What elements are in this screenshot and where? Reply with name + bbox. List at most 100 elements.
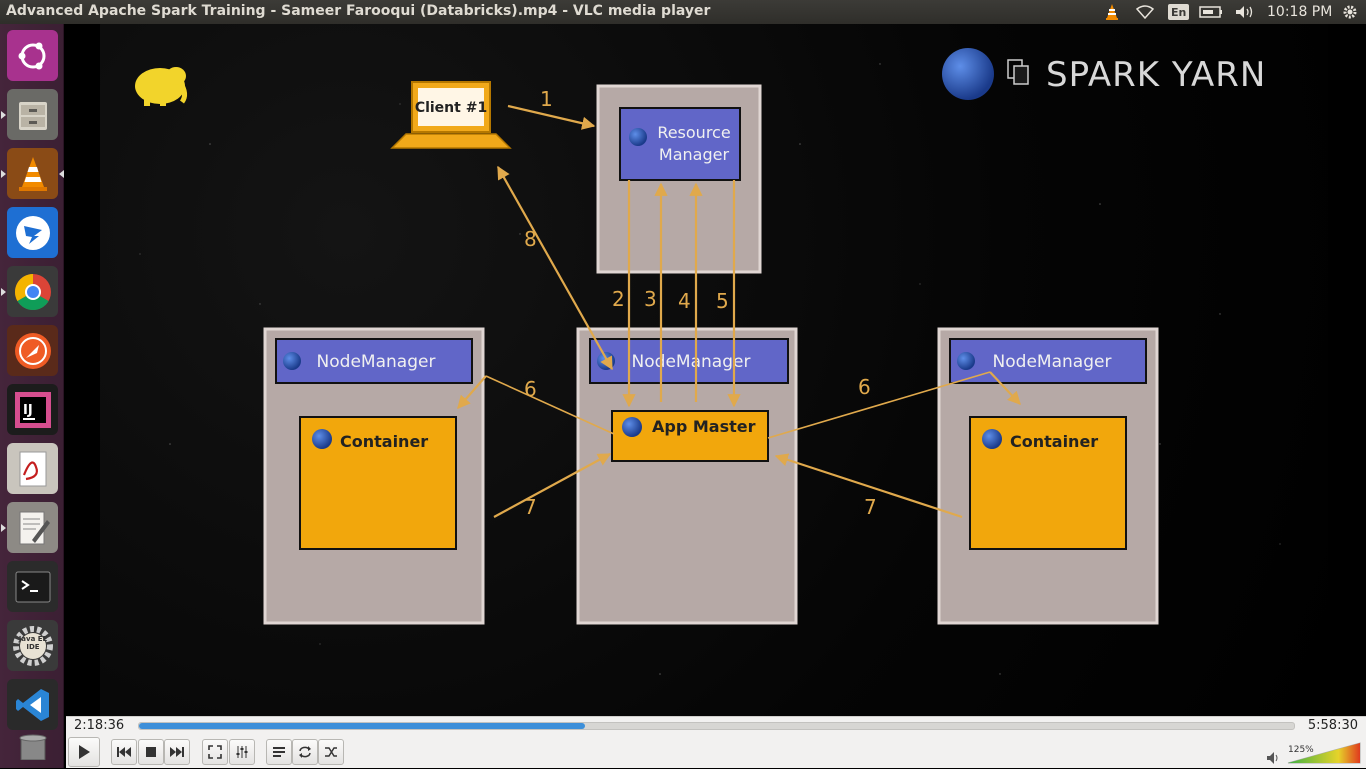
- fullscreen-icon: [208, 745, 222, 759]
- window-title: Advanced Apache Spark Training - Sameer …: [6, 3, 711, 19]
- dingtalk-launcher-button[interactable]: [7, 207, 58, 258]
- arrow-6-left-head: [457, 375, 487, 409]
- mute-button[interactable]: [1266, 750, 1280, 769]
- diagram-arrows: [457, 104, 1021, 519]
- eclipse-launcher-button[interactable]: Java EE IDE: [7, 620, 58, 671]
- step-1-label: 1: [540, 87, 553, 111]
- text-editor-launcher-button[interactable]: [7, 502, 58, 553]
- arrow-6-right-line: [767, 371, 991, 439]
- video-frame: SPARK YARN Client #1 Resource Manager: [100, 24, 1328, 716]
- battery-icon[interactable]: [1198, 2, 1224, 22]
- chrome-icon: [14, 273, 51, 310]
- step-4-label: 4: [678, 289, 691, 313]
- stop-icon: [146, 747, 156, 757]
- nodemanager-right-label: NodeManager: [993, 352, 1112, 372]
- app-master-label: App Master: [652, 417, 756, 436]
- client-laptop: Client #1: [390, 81, 512, 149]
- playlist-icon: [273, 747, 285, 757]
- dingtalk-icon: [15, 215, 50, 250]
- volume-level: [1288, 743, 1360, 763]
- container-left: Container: [299, 416, 457, 550]
- chrome-launcher-button[interactable]: [7, 266, 58, 317]
- container-left-label: Container: [340, 432, 428, 451]
- vlc-tray-icon[interactable]: [1102, 2, 1122, 22]
- intellij-icon: IJ: [14, 391, 51, 428]
- top-panel: Advanced Apache Spark Training - Sameer …: [0, 0, 1366, 24]
- step-labels: 1 2 3 4 5 6 6 7 7 8: [524, 87, 877, 519]
- step-6-right-label: 6: [858, 375, 871, 399]
- nodemanager-center-label: NodeManager: [632, 352, 751, 372]
- step-3-label: 3: [644, 287, 657, 311]
- yarn-diagram: SPARK YARN Client #1 Resource Manager: [135, 48, 1281, 675]
- step-6-left-label: 6: [524, 377, 537, 401]
- trash-launcher-button[interactable]: [7, 732, 58, 762]
- seek-bar-progress: [139, 723, 585, 729]
- volume-label: 125%: [1288, 745, 1314, 755]
- stop-button[interactable]: [138, 739, 164, 765]
- resource-manager-box: Resource Manager: [619, 107, 741, 181]
- launcher: IJ Java EE IDE: [0, 24, 64, 768]
- text-editor-icon: [19, 511, 50, 544]
- seek-bar[interactable]: [138, 722, 1295, 730]
- vlc-launcher-button[interactable]: [7, 148, 58, 199]
- vscode-launcher-button[interactable]: [7, 679, 58, 730]
- yarn-ball-logo: [942, 48, 994, 100]
- container-right-label: Container: [1010, 432, 1098, 451]
- postman-icon: [14, 332, 51, 369]
- shuffle-button[interactable]: [318, 739, 344, 765]
- play-icon: [79, 745, 90, 759]
- step-8-label: 8: [524, 227, 537, 251]
- playlist-button[interactable]: [266, 739, 292, 765]
- keyboard-layout-indicator[interactable]: En: [1168, 4, 1190, 20]
- arrow-7-right: [774, 453, 963, 519]
- loop-icon: [299, 746, 311, 758]
- step-2-label: 2: [612, 287, 625, 311]
- arrow-6-right-head: [989, 371, 1021, 405]
- fullscreen-button[interactable]: [202, 739, 228, 765]
- loop-button[interactable]: [292, 739, 318, 765]
- app-master: App Master: [611, 410, 769, 462]
- nodemanager-left-label: NodeManager: [317, 352, 436, 372]
- vscode-icon: [15, 688, 49, 721]
- step-5-label: 5: [716, 289, 729, 313]
- player-controls: 2:18:36 5:58:30 125%: [66, 716, 1366, 768]
- ubuntu-logo-icon: [18, 42, 45, 69]
- terminal-launcher-button[interactable]: [7, 561, 58, 612]
- system-menu-gear-icon[interactable]: [1340, 2, 1360, 22]
- svg-text:IJ: IJ: [23, 403, 33, 418]
- extended-settings-button[interactable]: [229, 739, 255, 765]
- shuffle-icon: [325, 747, 337, 757]
- arrow-8: [497, 165, 613, 371]
- nodemanager-right: NodeManager: [949, 338, 1147, 384]
- volume-slider[interactable]: [1286, 741, 1362, 769]
- container-right: Container: [969, 416, 1127, 550]
- document-viewer-launcher-button[interactable]: [7, 443, 58, 494]
- play-button[interactable]: [68, 737, 100, 767]
- eclipse-gear-icon: [12, 625, 53, 666]
- resource-manager-label-2: Manager: [659, 145, 730, 164]
- intellij-launcher-button[interactable]: IJ: [7, 384, 58, 435]
- nodemanager-center: NodeManager: [589, 338, 789, 384]
- skip-back-icon: [117, 747, 131, 757]
- client-label: Client #1: [415, 100, 487, 116]
- previous-button[interactable]: [111, 739, 137, 765]
- document-viewer-icon: [19, 451, 46, 486]
- nodemanager-left: NodeManager: [275, 338, 473, 384]
- clock[interactable]: 10:18 PM: [1267, 4, 1333, 20]
- arrow-6-left-line: [485, 375, 615, 435]
- postman-launcher-button[interactable]: [7, 325, 58, 376]
- wifi-icon[interactable]: [1134, 2, 1156, 22]
- volume-icon[interactable]: [1234, 2, 1256, 22]
- current-time: 2:18:36: [74, 718, 125, 733]
- step-7-right-label: 7: [864, 495, 877, 519]
- ubuntu-dash-button[interactable]: [7, 30, 58, 81]
- skip-forward-icon: [170, 747, 184, 757]
- trash-icon: [19, 734, 46, 760]
- step-7-left-label: 7: [524, 495, 537, 519]
- spark-yarn-brand: SPARK YARN: [942, 48, 1265, 100]
- next-button[interactable]: [164, 739, 190, 765]
- files-launcher-button[interactable]: [7, 89, 58, 140]
- equalizer-icon: [236, 746, 248, 758]
- eclipse-label: Java EE IDE: [18, 635, 48, 651]
- video-area[interactable]: SPARK YARN Client #1 Resource Manager: [66, 24, 1366, 716]
